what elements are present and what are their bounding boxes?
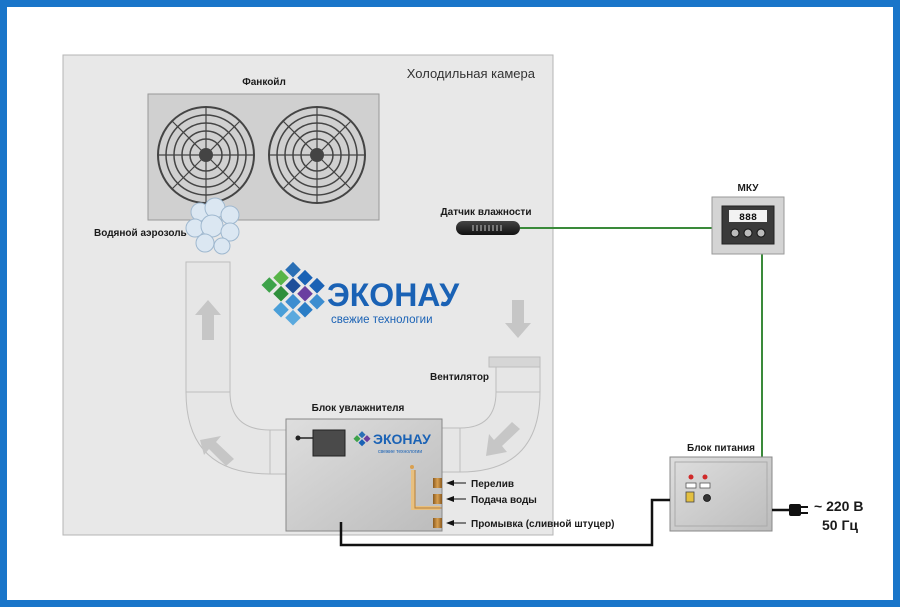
- arrow-up-icon: [195, 300, 221, 340]
- fancoil-unit: [147, 93, 380, 221]
- power-switch[interactable]: [685, 491, 695, 503]
- arrow-down-icon: [505, 300, 531, 338]
- power-knob[interactable]: [703, 494, 711, 502]
- air-duct: [185, 261, 541, 475]
- voltage-label: ~ 220 В: [814, 498, 863, 514]
- humidifier-block: ЭКОНАУ свежие технологии: [285, 418, 443, 532]
- cold-room-label: Холодильная камера: [407, 66, 536, 81]
- small-logo-tagline: свежие технологии: [378, 449, 422, 455]
- power-block: [669, 456, 773, 532]
- mku-controller: 888: [711, 196, 785, 255]
- flush-label: Промывка (сливной штуцер): [471, 519, 615, 530]
- mku-display-text: 888: [739, 213, 757, 224]
- flush-fitting: [433, 518, 442, 528]
- small-logo-name: ЭКОНАУ: [373, 431, 431, 447]
- humidifier-block-label: Блок увлажнителя: [312, 403, 405, 414]
- logo-tagline: свежие технологии: [331, 314, 433, 326]
- fitting-arrows: [446, 480, 466, 526]
- fancoil-label: Фанкойл: [242, 77, 286, 88]
- humidity-sensor-label: Датчик влажности: [441, 207, 532, 218]
- logo-name: ЭКОНАУ: [327, 277, 460, 313]
- power-led-2: [702, 474, 708, 480]
- aerosol-label: Водяной аэрозоль: [94, 228, 187, 239]
- control-box: [312, 429, 346, 457]
- mku-label: МКУ: [738, 183, 760, 194]
- overflow-fitting: [433, 478, 442, 488]
- mku-button-1[interactable]: [730, 228, 740, 238]
- frequency-label: 50 Гц: [822, 517, 858, 533]
- plug-icon: [789, 504, 808, 516]
- mku-button-2[interactable]: [743, 228, 753, 238]
- brand-logo: ЭКОНАУ свежие технологии: [261, 261, 460, 326]
- fan-left-icon: [157, 106, 255, 204]
- mku-display: [729, 210, 767, 222]
- overflow-label: Перелив: [471, 479, 514, 490]
- fan-right-icon: [268, 106, 366, 204]
- power-block-label: Блок питания: [687, 443, 755, 454]
- logo-mark-icon: [261, 261, 325, 326]
- water-supply-fitting: [433, 494, 442, 504]
- aerosol-cloud-icon: [185, 197, 240, 255]
- arrow-in-left-icon: [200, 436, 234, 466]
- water-supply-label: Подача воды: [471, 495, 537, 506]
- power-cable: [339, 498, 670, 547]
- humidifier-small-logo: ЭКОНАУ свежие технологии: [353, 431, 431, 455]
- mku-button-3[interactable]: [756, 228, 766, 238]
- humidity-sensor: [456, 221, 520, 235]
- ventilator-label: Вентилятор: [430, 372, 489, 383]
- power-led-1: [688, 474, 694, 480]
- arrow-in-right-icon: [486, 422, 520, 456]
- control-wires: [520, 227, 763, 457]
